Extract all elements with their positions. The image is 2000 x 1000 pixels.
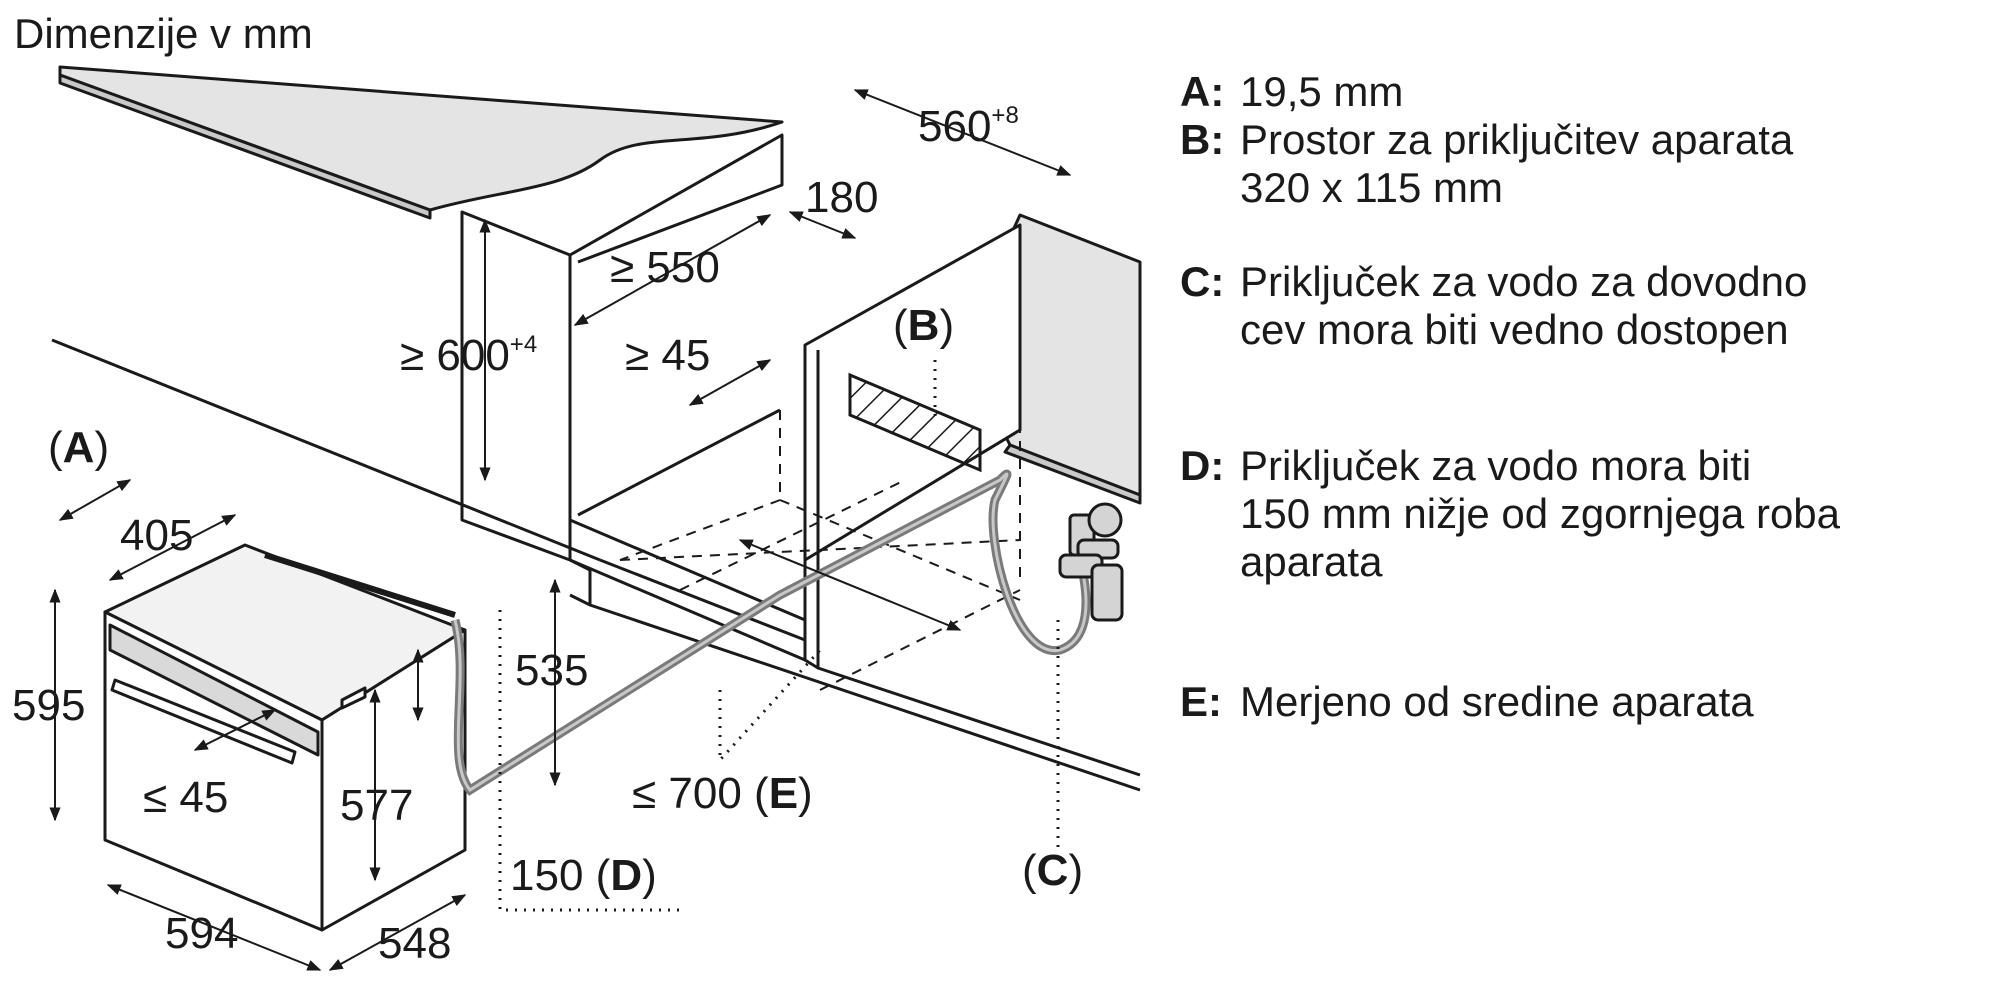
label-B: (B) bbox=[893, 301, 954, 350]
label-C: (C) bbox=[1022, 846, 1083, 895]
dim-577: 577 bbox=[340, 781, 413, 830]
legend-key: D: bbox=[1180, 442, 1225, 489]
legend-entry-a: A: 19,5 mm bbox=[1180, 68, 1980, 116]
legend-entry-e: E: Merjeno od sredine aparata bbox=[1180, 678, 1980, 726]
dim-560: 560+8 bbox=[918, 102, 1019, 151]
dim-548: 548 bbox=[378, 919, 451, 968]
legend-text: aparata bbox=[1240, 538, 1383, 585]
legend-text: 19,5 mm bbox=[1240, 68, 1404, 115]
connection-space-B bbox=[848, 372, 982, 473]
legend-entry-d: D: Priključek za vodo mora biti 150 mm n… bbox=[1180, 442, 1980, 586]
dim-600: ≥ 600+4 bbox=[400, 331, 537, 380]
legend-entry-b: B: Prostor za priključitev aparata 320 x… bbox=[1180, 116, 1980, 212]
legend-key: E: bbox=[1180, 678, 1222, 725]
legend-text: Prostor za priključitev aparata bbox=[1240, 116, 1794, 163]
dim-550: ≥ 550 bbox=[610, 243, 720, 292]
diagram-title: Dimenzije v mm bbox=[14, 10, 313, 57]
legend-key: A: bbox=[1180, 68, 1225, 115]
dim-45-front: ≤ 45 bbox=[143, 773, 228, 822]
dim-45-niche: ≥ 45 bbox=[625, 331, 710, 380]
legend-key: B: bbox=[1180, 116, 1225, 163]
water-valve bbox=[1058, 502, 1124, 622]
dimension-labels: 560+8 180 ≥ 550 ≥ 600+4 ≥ 45 405 595 535… bbox=[12, 102, 1019, 968]
worktop bbox=[58, 65, 1142, 505]
oven-installation-drawing: Dimenzije v mm bbox=[12, 10, 1142, 971]
legend-text: cev mora biti vedno dostopen bbox=[1240, 306, 1789, 353]
dim-594: 594 bbox=[165, 909, 238, 958]
legend-text: Priključek za vodo mora biti bbox=[1240, 442, 1752, 489]
dim-180: 180 bbox=[805, 173, 878, 222]
dim-405: 405 bbox=[120, 511, 193, 560]
legend-text: Priključek za vodo za dovodno bbox=[1240, 258, 1808, 305]
water-hose bbox=[450, 469, 1091, 796]
leader-lines bbox=[498, 360, 1060, 912]
legend: A: 19,5 mm B: Prostor za priključitev ap… bbox=[1180, 68, 1980, 726]
dim-595: 595 bbox=[12, 681, 85, 730]
oven bbox=[103, 543, 467, 932]
label-A: (A) bbox=[48, 423, 109, 472]
legend-key: C: bbox=[1180, 258, 1225, 305]
letter-labels: (A) (B) (C) bbox=[48, 301, 1083, 895]
legend-entry-c: C: Priključek za vodo za dovodno cev mor… bbox=[1180, 258, 1980, 354]
dim-700: ≤ 700 (E) bbox=[632, 769, 813, 818]
dimension-lines bbox=[49, 89, 1072, 971]
dim-150: 150 (D) bbox=[510, 851, 657, 900]
legend-text: Merjeno od sredine aparata bbox=[1240, 678, 1754, 725]
legend-text: 150 mm nižje od zgornjega roba bbox=[1240, 490, 1841, 537]
dim-535: 535 bbox=[515, 646, 588, 695]
legend-text: 320 x 115 mm bbox=[1240, 164, 1504, 211]
